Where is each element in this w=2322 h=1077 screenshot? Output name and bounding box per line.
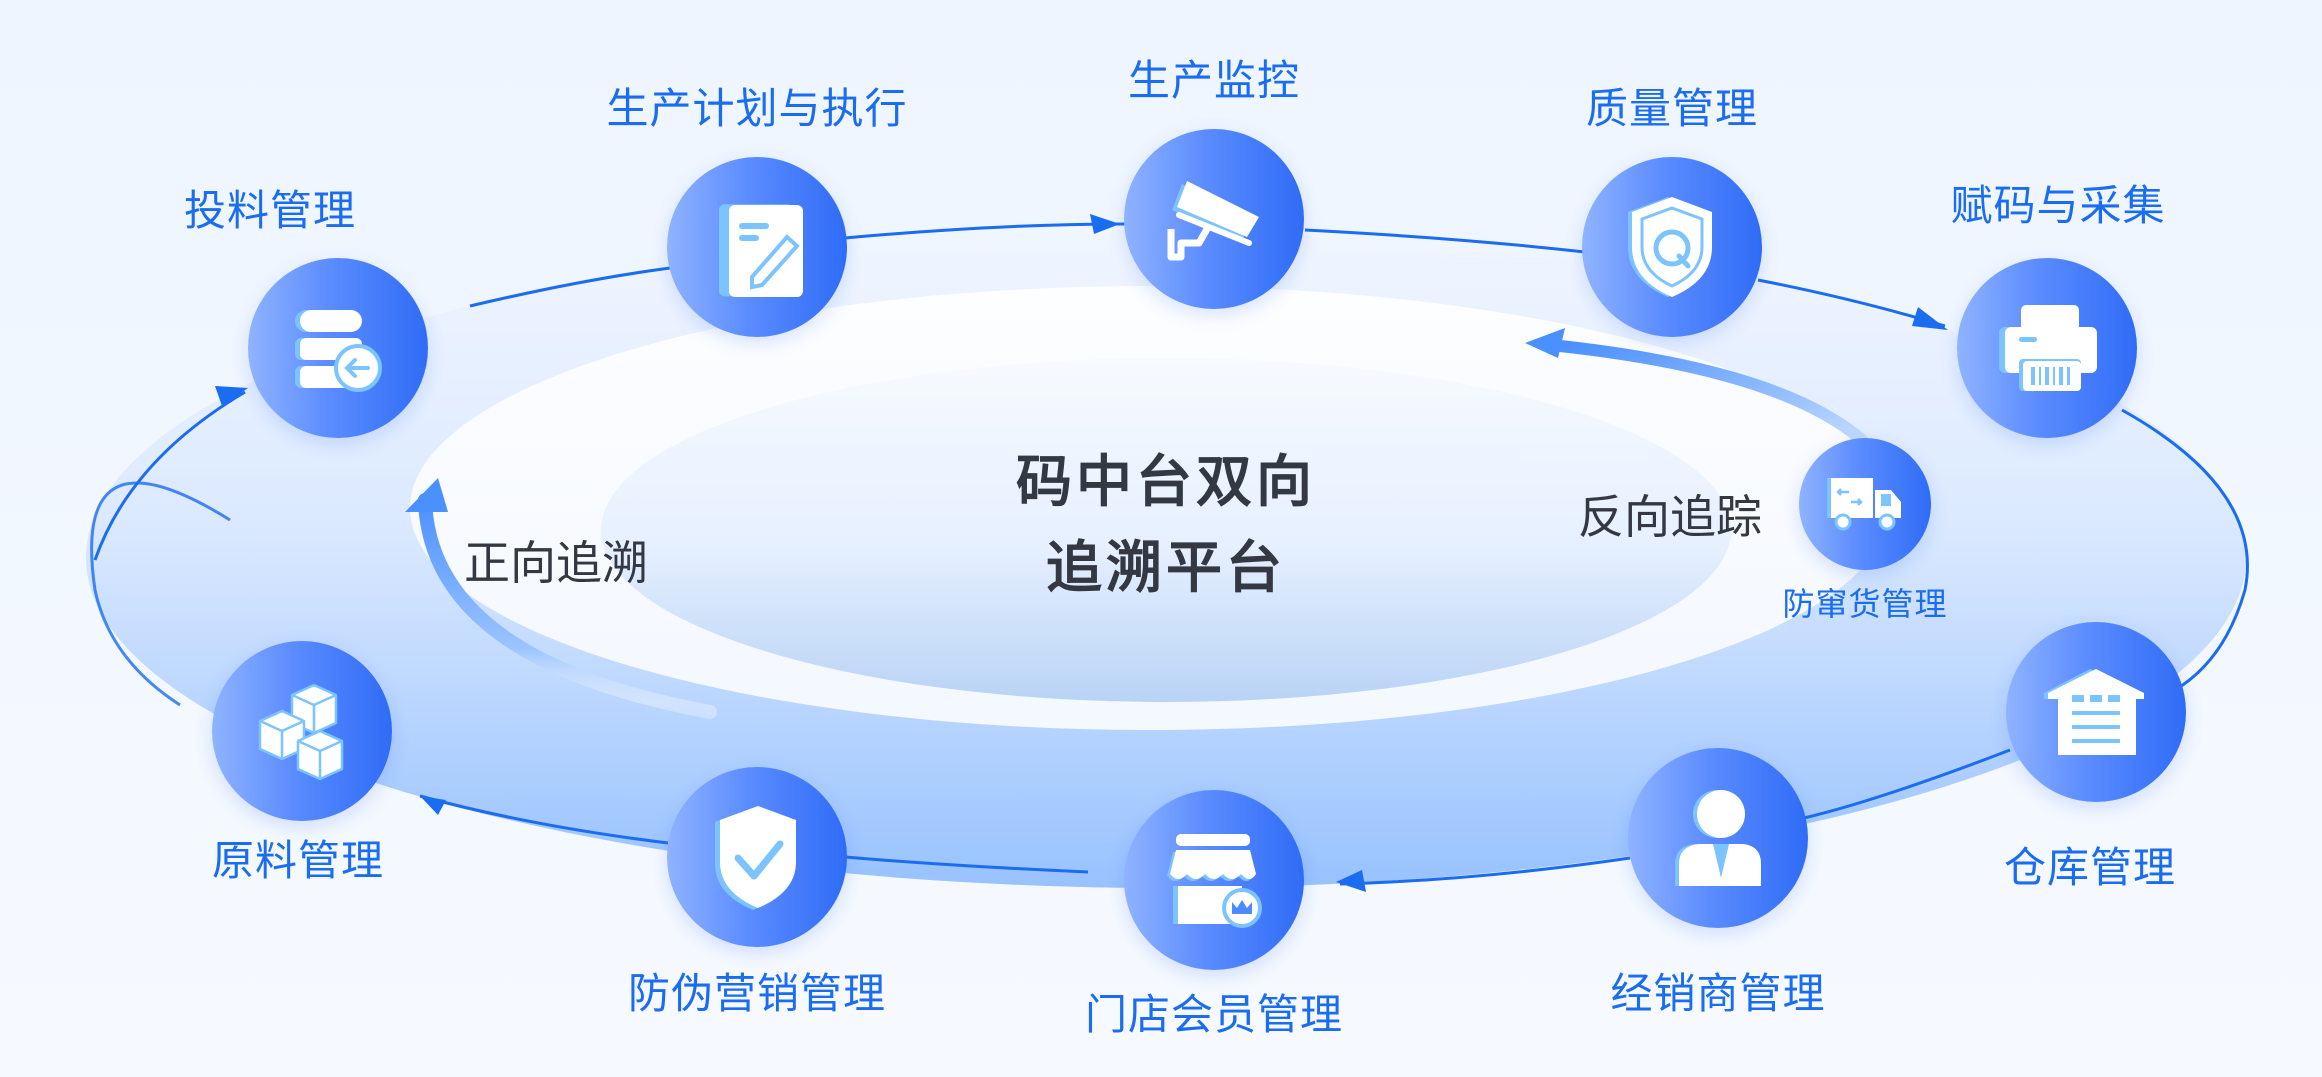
boxes-icon — [258, 683, 344, 781]
node-label-production-plan: 生产计划与执行 — [606, 84, 908, 133]
node-label-raw-material: 原料管理 — [211, 836, 385, 885]
arrowhead-icon — [1912, 307, 1948, 330]
node-production-monitor[interactable] — [1124, 129, 1304, 309]
shield-q-icon — [1628, 197, 1712, 297]
security-camera-icon — [1167, 181, 1259, 261]
store-crown-icon — [1167, 834, 1262, 928]
barcode-printer-icon — [1999, 305, 2097, 391]
node-raw-material[interactable] — [212, 641, 392, 821]
node-anti-diversion[interactable] — [1799, 438, 1931, 570]
node-label-feeding: 投料管理 — [183, 186, 357, 235]
document-edit-icon — [719, 204, 803, 297]
node-label-store-member: 门店会员管理 — [1084, 990, 1344, 1039]
inner-core — [601, 358, 1731, 702]
forward-arrowhead-icon — [405, 478, 448, 512]
reverse-trace-label: 反向追踪 — [1578, 490, 1762, 544]
arrowhead-icon — [420, 796, 446, 815]
forward-trace-label: 正向追溯 — [464, 536, 648, 590]
node-dealer[interactable] — [1628, 748, 1808, 928]
node-store-member[interactable] — [1124, 790, 1304, 970]
outer-arrowheads — [215, 214, 1948, 892]
forward-trace-arrow — [418, 493, 717, 719]
node-anti-counterfeit[interactable] — [667, 767, 847, 947]
node-warehouse[interactable] — [2006, 622, 2186, 802]
node-label-anti-diversion: 防窜货管理 — [1782, 585, 1948, 623]
reverse-trace-arrow — [1554, 340, 1868, 446]
warehouse-icon — [2044, 669, 2144, 755]
node-production-plan[interactable] — [667, 157, 847, 337]
node-quality[interactable] — [1582, 157, 1762, 337]
reverse-arrowhead-icon — [1525, 328, 1565, 358]
arrowhead-icon — [215, 386, 248, 406]
shield-check-icon — [715, 806, 796, 910]
delivery-truck-icon — [1827, 478, 1901, 531]
center-title-line2: 追溯平台 — [1046, 536, 1286, 601]
node-feeding[interactable] — [248, 258, 428, 438]
node-label-quality: 质量管理 — [1585, 84, 1759, 133]
node-label-production-monitor: 生产监控 — [1127, 56, 1301, 105]
node-label-warehouse: 仓库管理 — [2003, 843, 2177, 892]
center-title: 码中台双向 追溯平台 — [1016, 440, 1316, 612]
database-arrow-icon — [295, 310, 382, 392]
outer-flow-line — [90, 222, 2249, 886]
arrowhead-icon — [1090, 214, 1120, 234]
node-coding[interactable] — [1957, 258, 2137, 438]
center-title-line1: 码中台双向 — [1016, 450, 1316, 515]
arrowhead-icon — [1336, 870, 1366, 892]
node-label-coding: 赋码与采集 — [1950, 181, 2166, 230]
node-label-anti-counterfeit: 防伪营销管理 — [627, 969, 887, 1018]
businessman-icon — [1675, 790, 1761, 886]
node-label-dealer: 经销商管理 — [1610, 969, 1826, 1018]
